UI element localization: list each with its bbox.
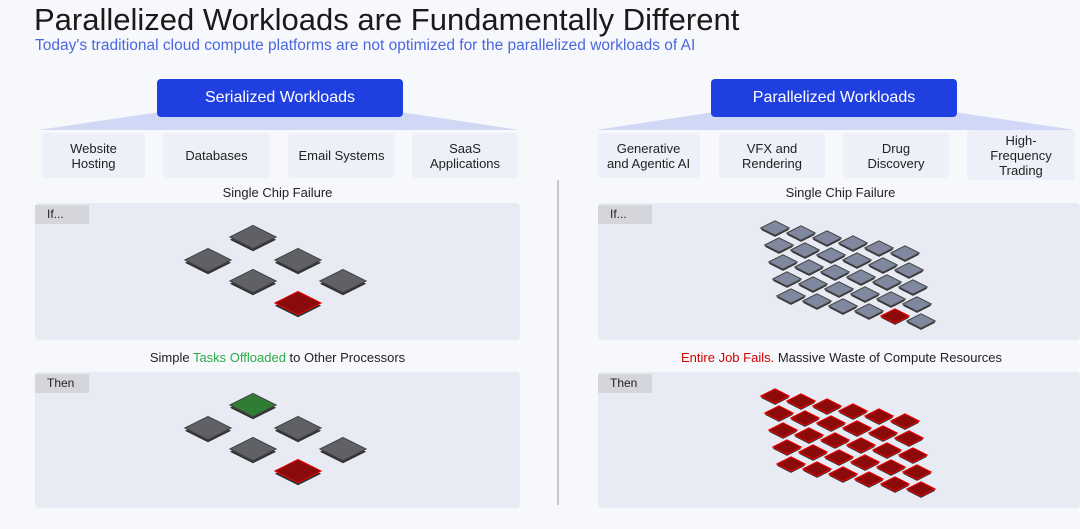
chip-icon bbox=[845, 269, 877, 286]
failed-chip-icon bbox=[905, 481, 937, 498]
failed-chip-icon bbox=[785, 393, 817, 410]
failed-chip-icon bbox=[889, 413, 921, 430]
failed-chip-icon bbox=[815, 415, 847, 432]
failed-chip-icon bbox=[879, 308, 911, 325]
chip-icon bbox=[853, 303, 885, 320]
caption-highlight: Entire Job Fails. bbox=[681, 350, 775, 365]
chip-icon bbox=[889, 245, 921, 262]
failed-chip-icon bbox=[901, 464, 933, 481]
caption-text: to Other Processors bbox=[285, 350, 406, 365]
failed-chip-icon bbox=[871, 442, 903, 459]
chip-icon bbox=[819, 264, 851, 281]
chip-icon bbox=[827, 298, 859, 315]
chip-icon bbox=[273, 415, 323, 443]
failed-chip-icon bbox=[837, 403, 869, 420]
left-then-tag: Then bbox=[35, 374, 89, 393]
category-website-hosting: Website Hosting bbox=[42, 133, 145, 178]
category-vfx: VFX and Rendering bbox=[719, 133, 825, 178]
chip-icon bbox=[273, 247, 323, 275]
failed-chip-icon bbox=[767, 422, 799, 439]
page-subtitle: Today's traditional cloud compute platfo… bbox=[35, 37, 696, 54]
chip-icon bbox=[797, 276, 829, 293]
chip-icon bbox=[228, 224, 278, 252]
failed-chip-icon bbox=[797, 444, 829, 461]
chip-icon bbox=[183, 247, 233, 275]
failed-chip-icon bbox=[759, 388, 791, 405]
failed-chip-icon bbox=[273, 458, 323, 486]
page-title: Parallelized Workloads are Fundamentally… bbox=[34, 2, 740, 37]
chip-icon bbox=[849, 286, 881, 303]
parallelized-workloads-header: Parallelized Workloads bbox=[711, 79, 957, 117]
category-databases: Databases bbox=[163, 133, 270, 178]
failed-chip-icon bbox=[823, 449, 855, 466]
caption-text: Simple bbox=[149, 350, 193, 365]
chip-icon bbox=[775, 288, 807, 305]
left-then-panel bbox=[35, 372, 520, 508]
failed-chip-icon bbox=[827, 466, 859, 483]
chip-icon bbox=[897, 279, 929, 296]
left-caption-outcome: Simple Tasks Offloaded to Other Processo… bbox=[35, 350, 520, 365]
caption-highlight: Tasks Offloaded bbox=[192, 350, 286, 365]
chip-icon bbox=[863, 240, 895, 257]
right-caption-outcome: Entire Job Fails. Massive Waste of Compu… bbox=[598, 350, 1080, 365]
chip-icon bbox=[771, 271, 803, 288]
failed-chip-icon bbox=[763, 405, 795, 422]
offloaded-chip-icon bbox=[228, 392, 278, 420]
chip-icon bbox=[841, 252, 873, 269]
failed-chip-icon bbox=[775, 456, 807, 473]
chip-icon bbox=[318, 436, 368, 464]
failed-chip-icon bbox=[801, 461, 833, 478]
category-hft: High- Frequency Trading bbox=[967, 130, 1075, 180]
failed-chip-icon bbox=[819, 432, 851, 449]
left-if-panel bbox=[35, 203, 520, 340]
chip-icon bbox=[815, 247, 847, 264]
category-saas: SaaS Applications bbox=[412, 133, 518, 178]
category-email-systems: Email Systems bbox=[288, 133, 395, 178]
chip-icon bbox=[823, 281, 855, 298]
chip-icon bbox=[801, 293, 833, 310]
chip-icon bbox=[893, 262, 925, 279]
failed-chip-icon bbox=[853, 471, 885, 488]
left-caption-failure: Single Chip Failure bbox=[222, 185, 333, 200]
chip-icon bbox=[767, 254, 799, 271]
chip-icon bbox=[901, 296, 933, 313]
failed-chip-icon bbox=[863, 408, 895, 425]
failed-chip-icon bbox=[849, 454, 881, 471]
failed-chip-icon bbox=[875, 459, 907, 476]
right-caption-failure: Single Chip Failure bbox=[785, 185, 896, 200]
failed-chip-icon bbox=[897, 447, 929, 464]
failed-chip-icon bbox=[771, 439, 803, 456]
left-if-tag: If... bbox=[35, 205, 89, 224]
caption-text: Massive Waste of Compute Resources bbox=[774, 350, 1003, 365]
failed-chip-icon bbox=[793, 427, 825, 444]
chip-icon bbox=[759, 220, 791, 237]
chip-icon bbox=[228, 436, 278, 464]
category-drug-discovery: Drug Discovery bbox=[843, 133, 949, 178]
chip-icon bbox=[183, 415, 233, 443]
chip-icon bbox=[793, 259, 825, 276]
chip-icon bbox=[875, 291, 907, 308]
failed-chip-icon bbox=[845, 437, 877, 454]
failed-chip-icon bbox=[841, 420, 873, 437]
chip-icon bbox=[871, 274, 903, 291]
chip-icon bbox=[867, 257, 899, 274]
chip-icon bbox=[785, 225, 817, 242]
chip-icon bbox=[789, 242, 821, 259]
serialized-workloads-header: Serialized Workloads bbox=[157, 79, 403, 117]
failed-chip-icon bbox=[273, 290, 323, 318]
chip-icon bbox=[811, 230, 843, 247]
chip-icon bbox=[905, 313, 937, 330]
chip-icon bbox=[318, 268, 368, 296]
chip-icon bbox=[763, 237, 795, 254]
failed-chip-icon bbox=[789, 410, 821, 427]
failed-chip-icon bbox=[879, 476, 911, 493]
failed-chip-icon bbox=[893, 430, 925, 447]
failed-chip-icon bbox=[867, 425, 899, 442]
chip-icon bbox=[837, 235, 869, 252]
chip-icon bbox=[228, 268, 278, 296]
category-generative-ai: Generative and Agentic AI bbox=[597, 133, 700, 178]
failed-chip-icon bbox=[811, 398, 843, 415]
right-if-tag: If... bbox=[598, 205, 652, 224]
right-then-tag: Then bbox=[598, 374, 652, 393]
